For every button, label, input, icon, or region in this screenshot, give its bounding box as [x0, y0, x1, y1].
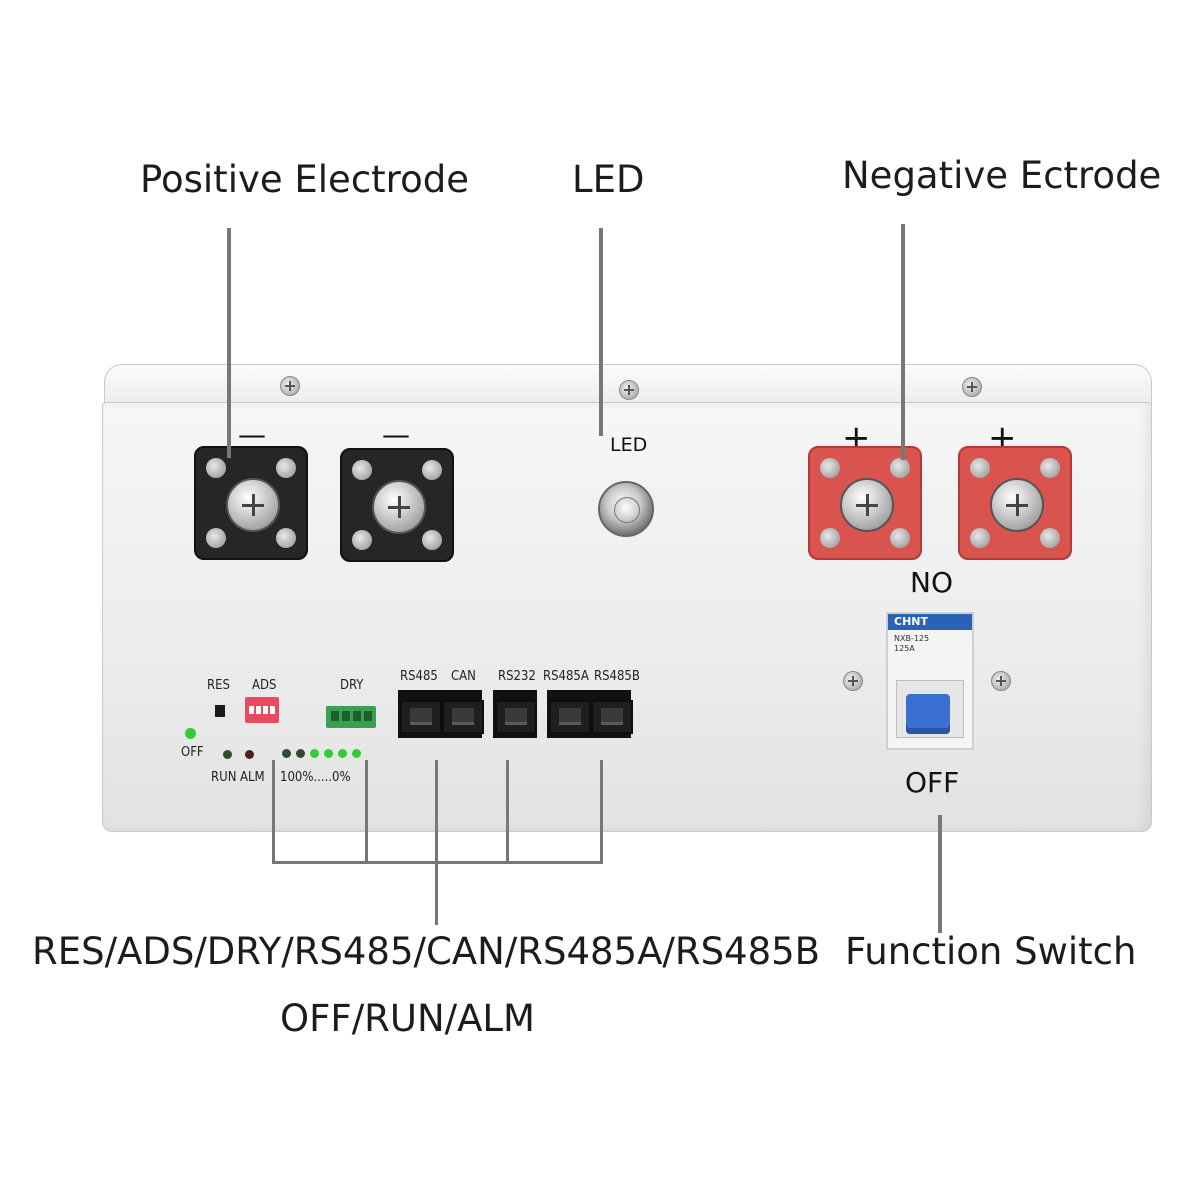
- ports-callout-line1: RES/ADS/DRY/RS485/CAN/RS485A/RS485B: [32, 930, 821, 973]
- soc-led-4: [324, 749, 333, 758]
- off-led: [185, 728, 196, 739]
- ports-callout-line2: OFF/RUN/ALM: [280, 997, 535, 1040]
- terminal-screw-icon: [276, 458, 296, 478]
- terminal-bolt-icon: [226, 478, 280, 532]
- breaker-brand-bar: [888, 614, 972, 630]
- switch-on-label: NO: [910, 566, 953, 599]
- soc-led-3: [310, 749, 319, 758]
- terminal-screw-icon: [1040, 458, 1060, 478]
- rs232-port[interactable]: [495, 700, 537, 734]
- ports-leader-drop: [600, 760, 603, 864]
- dip-toggle: [263, 706, 268, 714]
- panel-screw-icon: [843, 671, 863, 691]
- terminal-screw-icon: [276, 528, 296, 548]
- terminal-bolt-icon: [840, 478, 894, 532]
- connector-pin: [353, 711, 361, 721]
- ports-leader-drop: [506, 760, 509, 864]
- terminal-screw-icon: [352, 460, 372, 480]
- run-led: [223, 750, 232, 759]
- breaker-brand: CHNT: [894, 615, 928, 628]
- terminal-screw-icon: [970, 528, 990, 548]
- terminal-screw-icon: [422, 530, 442, 550]
- led-callout: LED: [572, 158, 645, 201]
- positive-terminal-2[interactable]: [958, 446, 1072, 560]
- negative-terminal-2[interactable]: [340, 448, 454, 562]
- led-label: LED: [610, 434, 648, 456]
- dip-toggle: [256, 706, 261, 714]
- dry-label: DRY: [340, 678, 364, 693]
- terminal-screw-icon: [820, 458, 840, 478]
- breaker-rating: 125A: [894, 644, 915, 653]
- negative-terminal-1[interactable]: [194, 446, 308, 560]
- terminal-screw-icon: [890, 458, 910, 478]
- negative-mark: —: [238, 418, 266, 451]
- function-switch-leader-line: [938, 815, 942, 933]
- positive-terminal-1[interactable]: [808, 446, 922, 560]
- breaker-toggle[interactable]: [906, 694, 950, 734]
- function-switch-breaker[interactable]: CHNT NXB-125 125A: [886, 612, 974, 750]
- rs485a-label: RS485A: [543, 669, 589, 684]
- terminal-screw-icon: [970, 458, 990, 478]
- ports-leader-drop: [272, 760, 275, 864]
- soc-led-6: [352, 749, 361, 758]
- soc-scale-label: 100%.....0%: [280, 770, 351, 785]
- terminal-screw-icon: [206, 528, 226, 548]
- rs232-label: RS232: [498, 669, 536, 684]
- terminal-screw-icon: [206, 458, 226, 478]
- positive-leader-line: [227, 228, 231, 458]
- negative-leader-line: [901, 224, 905, 460]
- connector-pin: [342, 711, 350, 721]
- rs485b-label: RS485B: [594, 669, 640, 684]
- connector-pin: [364, 711, 372, 721]
- ads-dip-switch[interactable]: [245, 697, 279, 723]
- function-switch-callout: Function Switch: [845, 930, 1137, 973]
- negative-mark: —: [382, 418, 410, 451]
- terminal-bolt-icon: [990, 478, 1044, 532]
- alm-led: [245, 750, 254, 759]
- lid-screw-icon: [280, 376, 300, 396]
- dip-toggle: [270, 706, 275, 714]
- led-leader-line: [599, 228, 603, 436]
- alm-label: ALM: [240, 770, 265, 785]
- soc-led-2: [296, 749, 305, 758]
- terminal-screw-icon: [890, 528, 910, 548]
- terminal-screw-icon: [352, 530, 372, 550]
- lid-screw-icon: [619, 380, 639, 400]
- res-label: RES: [207, 678, 230, 693]
- terminal-screw-icon: [1040, 528, 1060, 548]
- led-button[interactable]: [598, 481, 654, 537]
- off-label: OFF: [181, 745, 204, 760]
- terminal-screw-icon: [422, 460, 442, 480]
- connector-pin: [331, 711, 339, 721]
- rs485-label: RS485: [400, 669, 438, 684]
- rs485b-port[interactable]: [591, 700, 633, 734]
- soc-led-1: [282, 749, 291, 758]
- rs485a-port[interactable]: [549, 700, 591, 734]
- terminal-bolt-icon: [372, 480, 426, 534]
- terminal-screw-icon: [820, 528, 840, 548]
- res-button[interactable]: [215, 705, 225, 717]
- ports-leader-bus: [272, 861, 603, 864]
- negative-electrode-callout: Negative Ectrode: [842, 154, 1162, 197]
- ports-leader-stem: [435, 760, 438, 925]
- run-label: RUN: [211, 770, 237, 785]
- breaker-model: NXB-125: [894, 634, 930, 643]
- ads-label: ADS: [252, 678, 277, 693]
- soc-led-5: [338, 749, 347, 758]
- can-label: CAN: [451, 669, 476, 684]
- ports-leader-drop: [365, 760, 368, 864]
- dip-toggle: [249, 706, 254, 714]
- switch-off-label: OFF: [905, 766, 960, 799]
- panel-screw-icon: [991, 671, 1011, 691]
- can-port[interactable]: [442, 700, 484, 734]
- dry-contact-connector[interactable]: [326, 706, 376, 728]
- positive-electrode-callout: Positive Electrode: [140, 158, 469, 201]
- rs485-port[interactable]: [400, 700, 442, 734]
- lid-screw-icon: [962, 377, 982, 397]
